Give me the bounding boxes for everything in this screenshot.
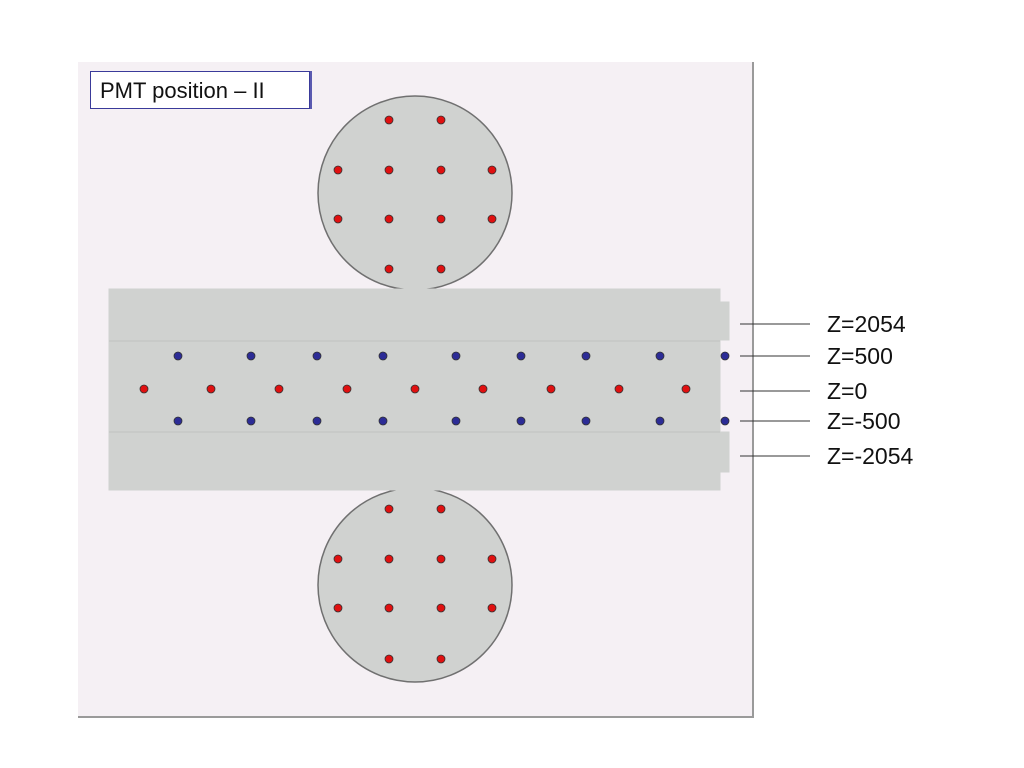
pmt-barrel-z0 (342, 384, 352, 394)
pmt-barrel-z500 (173, 351, 183, 361)
pmt-bottom-endcap (384, 554, 394, 564)
pmt-top-endcap (333, 165, 343, 175)
top-endcap-disc (317, 95, 513, 291)
pmt-top-endcap (436, 214, 446, 224)
pmt-barrel-z500 (655, 351, 665, 361)
diagram-title: PMT position – II (90, 71, 310, 109)
pmt-positions (139, 115, 730, 664)
z-label-2054: Z=2054 (827, 311, 906, 337)
pmt-top-endcap (384, 214, 394, 224)
pmt-barrel-z0 (681, 384, 691, 394)
pmt-barrel-z0 (478, 384, 488, 394)
pmt-barrel-z-500 (378, 416, 388, 426)
pmt-barrel-z0 (546, 384, 556, 394)
pmt-bottom-endcap (487, 554, 497, 564)
pmt-top-endcap (384, 115, 394, 125)
pmt-barrel-z500 (246, 351, 256, 361)
pmt-barrel-z-500 (246, 416, 256, 426)
pmt-barrel-z0 (410, 384, 420, 394)
pmt-barrel-z-500 (581, 416, 591, 426)
pmt-bottom-endcap (384, 504, 394, 514)
pmt-barrel-z500 (378, 351, 388, 361)
pmt-bottom-endcap (436, 504, 446, 514)
pmt-bottom-endcap (333, 554, 343, 564)
pmt-top-endcap (436, 264, 446, 274)
pmt-top-endcap (384, 264, 394, 274)
pmt-top-endcap (487, 214, 497, 224)
pmt-top-endcap (487, 165, 497, 175)
bottom-endcap-disc (317, 487, 513, 683)
pmt-barrel-z500 (451, 351, 461, 361)
pmt-bottom-endcap (436, 603, 446, 613)
pmt-barrel-z-500 (451, 416, 461, 426)
pmt-barrel-z-500 (655, 416, 665, 426)
pmt-barrel-z-500 (720, 416, 730, 426)
pmt-barrel-z-500 (312, 416, 322, 426)
pmt-bottom-endcap (333, 603, 343, 613)
pmt-bottom-endcap (436, 554, 446, 564)
pmt-bottom-endcap (436, 654, 446, 664)
z-label-500: Z=500 (827, 343, 893, 369)
pmt-top-endcap (436, 115, 446, 125)
pmt-barrel-z0 (206, 384, 216, 394)
z-label-minus-2054: Z=-2054 (827, 443, 914, 469)
pmt-top-endcap (333, 214, 343, 224)
pmt-barrel-z500 (516, 351, 526, 361)
z-label-minus-500: Z=-500 (827, 408, 901, 434)
z-label-0: Z=0 (827, 378, 868, 404)
pmt-barrel-z0 (139, 384, 149, 394)
pmt-bottom-endcap (384, 654, 394, 664)
pmt-top-endcap (436, 165, 446, 175)
pmt-barrel-z0 (614, 384, 624, 394)
pmt-barrel-z500 (581, 351, 591, 361)
pmt-bottom-endcap (384, 603, 394, 613)
pmt-bottom-endcap (487, 603, 497, 613)
pmt-barrel-z0 (274, 384, 284, 394)
pmt-barrel-z-500 (516, 416, 526, 426)
pmt-top-endcap (384, 165, 394, 175)
pmt-barrel-z-500 (173, 416, 183, 426)
pmt-barrel-z500 (720, 351, 730, 361)
pmt-barrel-z500 (312, 351, 322, 361)
